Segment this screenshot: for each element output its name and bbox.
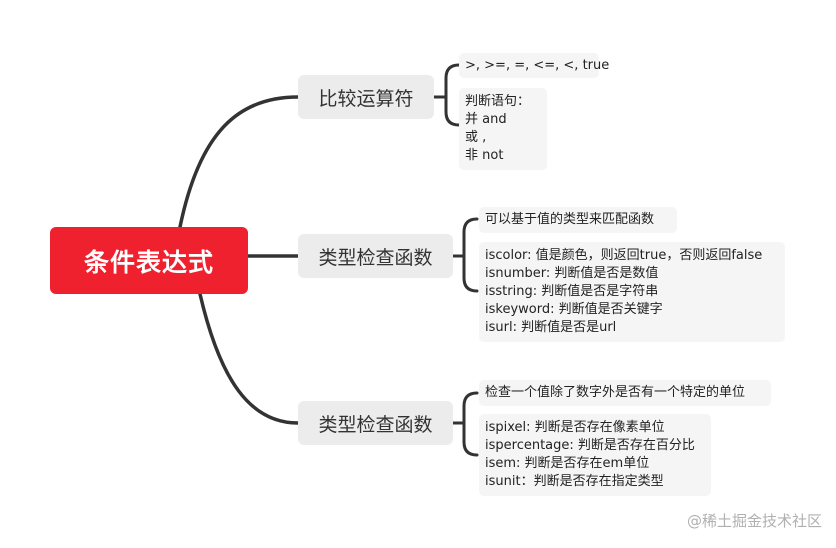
connector-root-branch-3	[198, 292, 300, 425]
root-topic-label: 条件表达式	[83, 247, 214, 277]
leaf-line: isunit：判断是否存在指定类型	[485, 474, 664, 489]
leaf-line: 判断语句：	[465, 94, 531, 109]
leaf-unit-check-description[interactable]: 检查一个值除了数字外是否有一个特定的单位	[479, 380, 771, 406]
connector-branch-2-bracket	[451, 217, 479, 293]
leaf-type-match-description[interactable]: 可以基于值的类型来匹配函数	[479, 207, 677, 233]
root-topic[interactable]: 条件表达式	[50, 227, 248, 294]
leaf-line: 并 and	[465, 112, 507, 127]
leaf-line: isurl: 判断值是否是url	[485, 320, 617, 335]
leaf-line: iskeyword: 判断值是否关键字	[485, 302, 663, 317]
leaf-type-check-list[interactable]: iscolor: 值是颜色，则返回true，否则返回false isnumber…	[479, 242, 785, 342]
branch-unit-check-functions[interactable]: 类型检查函数	[298, 401, 453, 445]
connector-root-branch-1	[178, 95, 300, 229]
branch-comparison-operators[interactable]: 比较运算符	[298, 75, 434, 119]
leaf-logic-statements[interactable]: 判断语句： 并 and 或 , 非 not	[459, 88, 547, 170]
leaf-line: >, >=, =, <=, <, true	[465, 57, 610, 73]
leaf-line: iscolor: 值是颜色，则返回true，否则返回false	[485, 248, 763, 263]
leaf-unit-check-list[interactable]: ispixel: 判断是否存在像素单位 ispercentage: 判断是否存在…	[479, 414, 711, 496]
leaf-line: isstring: 判断值是否是字符串	[485, 284, 659, 299]
connector-branch-3-bracket	[451, 391, 479, 457]
leaf-line: 检查一个值除了数字外是否有一个特定的单位	[485, 385, 746, 400]
leaf-line: isnumber: 判断值是否是数值	[485, 266, 659, 281]
watermark: @稀土掘金技术社区	[686, 512, 822, 530]
leaf-line: ispixel: 判断是否存在像素单位	[485, 420, 665, 435]
leaf-line: 或 ,	[465, 130, 487, 145]
leaf-line: isem: 判断是否存在em单位	[485, 456, 650, 471]
branch-label: 类型检查函数	[318, 413, 433, 436]
branch-label: 类型检查函数	[318, 246, 433, 269]
connector-branch-1-bracket	[432, 63, 461, 127]
leaf-line: 可以基于值的类型来匹配函数	[485, 212, 655, 227]
leaf-line: 非 not	[465, 148, 504, 163]
branch-type-check-functions[interactable]: 类型检查函数	[298, 234, 453, 278]
leaf-comparison-symbols[interactable]: >, >=, =, <=, <, true	[459, 53, 610, 78]
leaf-line: ispercentage: 判断是否存在百分比	[485, 438, 695, 453]
branch-label: 比较运算符	[318, 87, 414, 110]
